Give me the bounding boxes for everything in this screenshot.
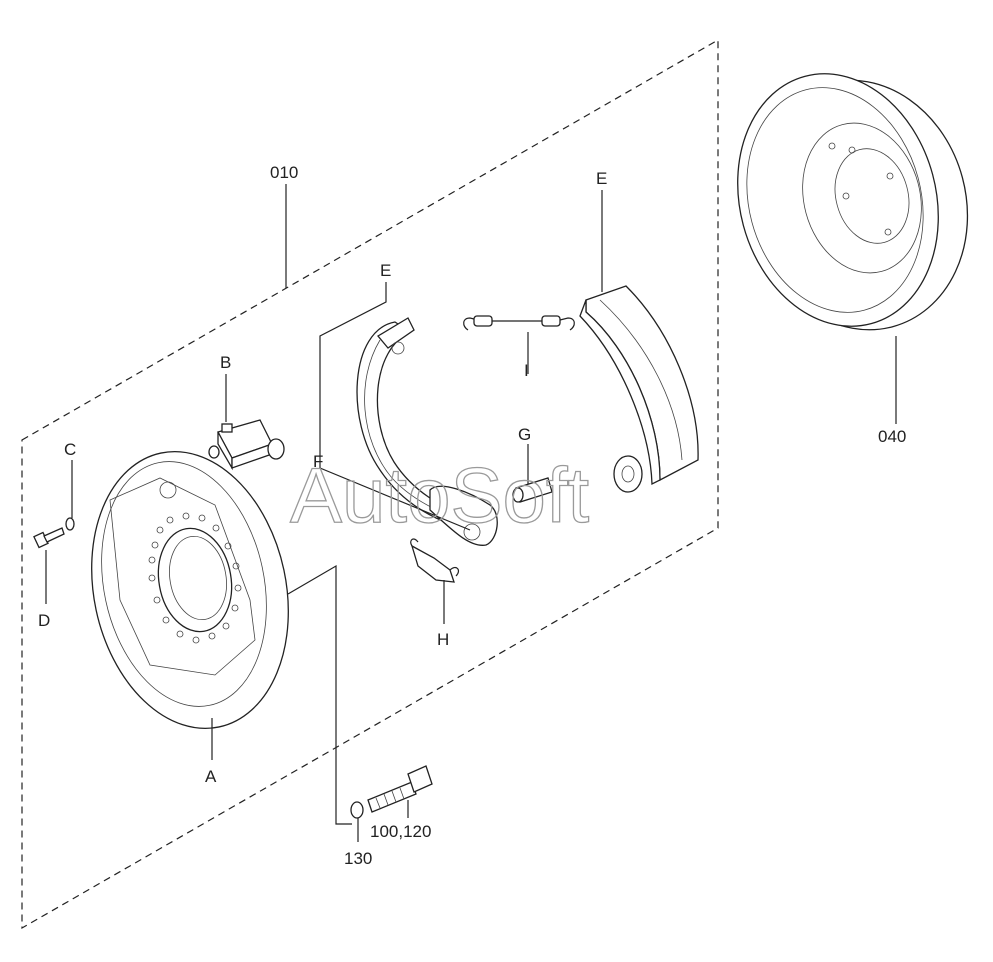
bolt-d xyxy=(33,527,65,549)
label-g: G xyxy=(518,425,531,444)
washer-130 xyxy=(350,801,364,819)
label-e-left: E xyxy=(380,261,391,280)
label-a: A xyxy=(205,767,217,786)
return-spring xyxy=(463,315,575,331)
wheel-cylinder xyxy=(208,419,285,471)
hub-bolt xyxy=(367,765,433,813)
label-b: B xyxy=(220,353,231,372)
label-f: F xyxy=(313,452,323,471)
washer-c xyxy=(65,517,75,531)
brake-drum xyxy=(737,73,969,331)
label-130: 130 xyxy=(344,849,372,868)
backing-plate xyxy=(91,450,289,730)
label-d: D xyxy=(38,611,50,630)
brake-shoe-right xyxy=(579,285,699,493)
assembly-boundary xyxy=(21,38,719,930)
retaining-clip xyxy=(410,538,460,583)
label-e-right: E xyxy=(596,169,607,188)
label-100-120: 100,120 xyxy=(370,822,431,841)
label-010: 010 xyxy=(270,163,298,182)
label-i: I xyxy=(524,361,529,380)
label-040: 040 xyxy=(878,427,906,446)
anchor-pin xyxy=(512,477,553,503)
leader-lines xyxy=(45,184,897,842)
brake-shoe-left xyxy=(356,317,498,546)
label-c: C xyxy=(64,440,76,459)
label-h: H xyxy=(437,630,449,649)
watermark: AutoSoft xyxy=(290,451,590,539)
